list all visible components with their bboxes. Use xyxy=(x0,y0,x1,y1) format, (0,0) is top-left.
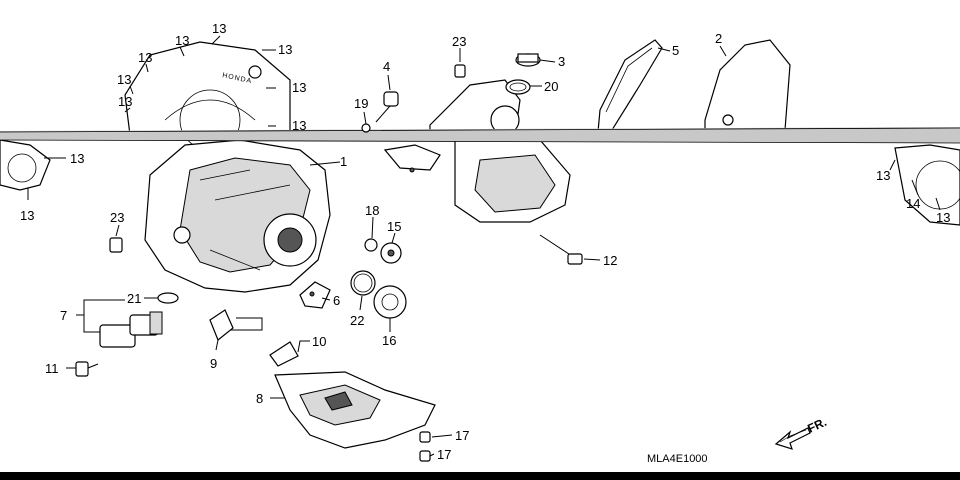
callout-18: 18 xyxy=(365,203,379,218)
callout-2: 2 xyxy=(715,31,722,46)
bracket-10 xyxy=(269,341,299,367)
leader-lines xyxy=(27,35,941,457)
o-ring-18 xyxy=(364,238,378,252)
knob-4 xyxy=(375,91,399,123)
center-guard xyxy=(454,139,571,223)
callout-7: 7 xyxy=(60,308,67,323)
callout-16: 16 xyxy=(382,333,396,348)
callout-17: 17 xyxy=(437,447,451,462)
callout-13: 13 xyxy=(20,208,34,223)
dowel-pin-lower xyxy=(109,237,123,253)
callout-9: 9 xyxy=(210,356,217,371)
bottom-border xyxy=(0,472,960,480)
callout-8: 8 xyxy=(256,391,263,406)
far-right-cover xyxy=(894,144,960,226)
callout-13: 13 xyxy=(212,21,226,36)
callout-13: 13 xyxy=(175,33,189,48)
callout-20: 20 xyxy=(544,79,558,94)
callout-5: 5 xyxy=(672,43,679,58)
oil-filler-cap xyxy=(515,53,541,67)
o-ring-21 xyxy=(157,292,179,304)
dowel-pin-upper xyxy=(454,64,466,78)
callout-13: 13 xyxy=(70,151,84,166)
far-left-cover xyxy=(0,139,51,191)
callout-15: 15 xyxy=(387,219,401,234)
bracket-small xyxy=(383,144,441,173)
plug-15 xyxy=(380,242,402,264)
generator-cover xyxy=(144,139,331,293)
callout-13: 13 xyxy=(292,118,306,133)
cover-2 xyxy=(704,39,791,133)
skid-plate-8 xyxy=(274,371,436,449)
callout-13: 13 xyxy=(138,50,152,65)
callout-13: 13 xyxy=(117,72,131,87)
callout-11: 11 xyxy=(45,361,59,376)
callout-21: 21 xyxy=(127,291,141,306)
callout-10: 10 xyxy=(312,334,326,349)
drawing-code: MLA4E1000 xyxy=(647,453,708,465)
callout-13: 13 xyxy=(118,94,132,109)
o-ring-22 xyxy=(350,270,376,296)
callout-1: 1 xyxy=(340,154,347,169)
bracket-9 xyxy=(209,309,234,341)
bolt-11 xyxy=(75,361,99,377)
callout-23: 23 xyxy=(452,34,466,49)
callout-14: 14 xyxy=(906,196,920,211)
callout-13: 13 xyxy=(278,42,292,57)
callout-19: 19 xyxy=(354,96,368,111)
callout-6: 6 xyxy=(333,293,340,308)
callouts: 13 13 13 13 13 13 13 13 13 13 1 23 3 20 … xyxy=(20,21,950,462)
gasket-5 xyxy=(597,39,663,133)
callout-23: 23 xyxy=(110,210,124,225)
washer-19 xyxy=(361,123,371,133)
callout-13: 13 xyxy=(936,210,950,225)
o-ring-20 xyxy=(505,79,531,95)
plate-6 xyxy=(299,281,331,309)
callout-17: 17 xyxy=(455,428,469,443)
band-separator xyxy=(0,127,960,144)
callout-3: 3 xyxy=(558,54,565,69)
bolt-12 xyxy=(539,234,583,265)
callout-4: 4 xyxy=(383,59,390,74)
center-case xyxy=(429,79,521,136)
front-label: FR. xyxy=(805,415,828,436)
callout-12: 12 xyxy=(603,253,617,268)
cap-16 xyxy=(373,285,407,319)
callout-13: 13 xyxy=(292,80,306,95)
sensor-7 xyxy=(99,311,163,348)
callout-13: 13 xyxy=(876,168,890,183)
bolt-17-lower xyxy=(419,450,431,462)
left-cover-outer: HONDA xyxy=(124,41,291,151)
front-direction-indicator: FR. xyxy=(774,415,829,450)
bolt-17-upper xyxy=(419,431,431,443)
callout-22: 22 xyxy=(350,313,364,328)
